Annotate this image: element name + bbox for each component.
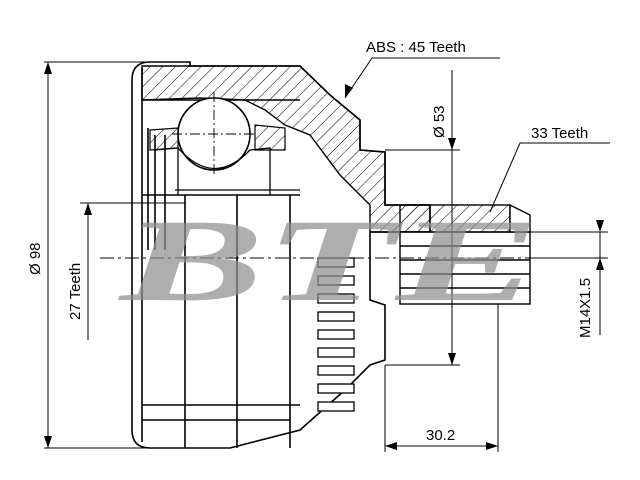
- outer-teeth-label: 33 Teeth: [531, 125, 588, 142]
- cage: [154, 147, 300, 195]
- abs-ring-teeth: [317, 257, 355, 412]
- abs-teeth-label: ABS : 45 Teeth: [366, 39, 466, 56]
- seal-diameter-label: Ø 53: [431, 105, 448, 138]
- dimension-lines: [44, 57, 610, 452]
- thread-label: M14X1.5: [577, 278, 594, 338]
- stub-shaft: [399, 203, 531, 305]
- inner-teeth-label: 27 Teeth: [67, 263, 84, 320]
- cv-ball: [172, 92, 256, 176]
- outer-diameter-label: Ø 98: [27, 242, 44, 275]
- dimension-arrows: [44, 62, 604, 450]
- bte-watermark-logo: BTE: [116, 195, 540, 326]
- length-label: 30.2: [426, 427, 455, 444]
- housing-section-hatch: [141, 65, 431, 233]
